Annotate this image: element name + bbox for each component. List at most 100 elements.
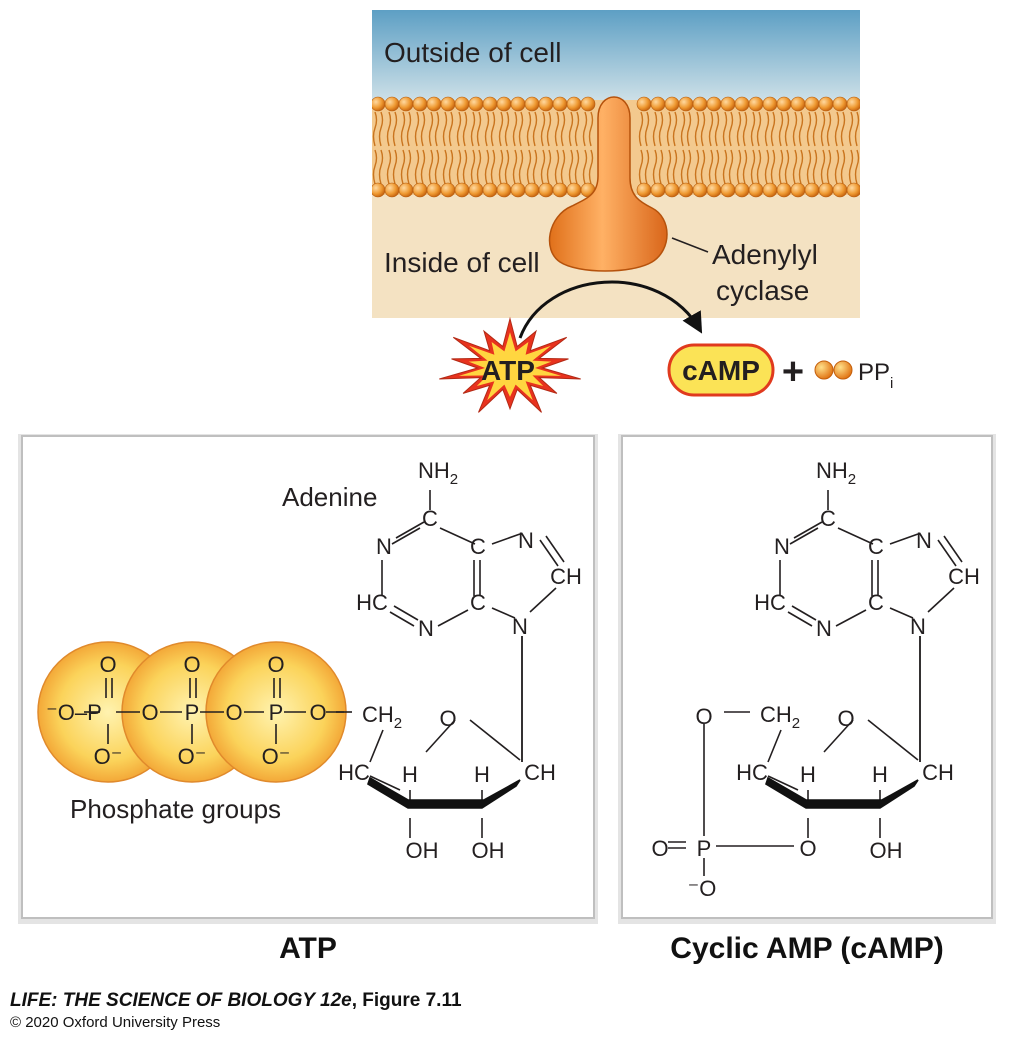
camp-pill: [667, 343, 775, 397]
lipid-head: [776, 182, 792, 198]
atom-label: O: [651, 836, 668, 861]
lipid-head: [454, 96, 470, 112]
lipid-tail: [792, 111, 798, 147]
lipid-tail: [672, 111, 678, 147]
lipid-tail: [742, 111, 748, 147]
membrane-scene: [372, 10, 860, 318]
lipid-head: [650, 182, 666, 198]
atom-label: CH: [948, 564, 980, 589]
lipid-tail: [680, 149, 686, 185]
bond: [927, 587, 955, 613]
lipid-tail: [546, 149, 552, 185]
bond: [469, 719, 521, 761]
lipid-tail: [728, 149, 734, 185]
bond: [837, 527, 874, 545]
pyrophosphate-ball-2: [833, 360, 853, 380]
lipid-tail: [406, 149, 412, 185]
lipid-tail: [372, 111, 378, 147]
atom-label: N: [512, 614, 528, 639]
lipid-head: [482, 182, 498, 198]
lipid-head: [468, 96, 484, 112]
lipid-head: [748, 182, 764, 198]
lipid-tail: [798, 111, 804, 147]
lipid-tail: [658, 149, 664, 185]
lipid-tail: [854, 111, 860, 147]
lipid-tail: [672, 149, 678, 185]
lipid-tail: [420, 149, 426, 185]
lipid-tail: [806, 149, 812, 185]
lipid-tail: [526, 149, 532, 185]
atom-label: N: [910, 614, 926, 639]
bond: [835, 609, 867, 627]
lipid-tail: [560, 111, 566, 147]
lipid-tail: [378, 149, 384, 185]
lipid-tail: [644, 111, 650, 147]
lipid-tail: [442, 149, 448, 185]
enzyme-leader-line: [671, 237, 709, 253]
bond: [389, 611, 415, 627]
burst-star-core: [458, 332, 562, 401]
lipid-tail: [504, 149, 510, 185]
atom-label: O: [309, 700, 326, 725]
phosphate-groups-label: Phosphate groups: [70, 794, 281, 824]
lipid-head: [552, 182, 568, 198]
atom-label: O: [225, 700, 242, 725]
lipid-tail: [820, 111, 826, 147]
pp-subscript: i: [890, 375, 893, 392]
lipid-tail: [498, 149, 504, 185]
lipid-head: [636, 182, 652, 198]
lipid-tail: [826, 149, 832, 185]
atom-label: N: [916, 528, 932, 553]
lipid-head: [440, 96, 456, 112]
atom-label: OH: [472, 838, 505, 863]
atom-label: CH: [524, 760, 556, 785]
atom-label: C: [820, 506, 836, 531]
lipid-head: [706, 96, 722, 112]
atom-label: H: [474, 762, 490, 787]
lipid-head: [426, 182, 442, 198]
lipid-tail: [554, 149, 560, 185]
bond: [539, 539, 559, 567]
pyrophosphate-ball-1: [814, 360, 834, 380]
lipid-head: [482, 96, 498, 112]
camp-pill-label: cAMP: [682, 355, 760, 386]
lipid-tail: [652, 149, 658, 185]
lipid-tail: [448, 149, 454, 185]
lipid-tail: [826, 111, 832, 147]
lipid-head: [496, 96, 512, 112]
lipid-head: [468, 182, 484, 198]
lipid-tail: [694, 149, 700, 185]
lipid-head: [566, 96, 582, 112]
enzyme-label-line1: Adenylyl: [712, 239, 818, 270]
lipid-head: [804, 182, 820, 198]
bond: [789, 527, 819, 545]
lipid-tail: [462, 149, 468, 185]
lipid-tail: [652, 111, 658, 147]
lipid-tail: [644, 149, 650, 185]
lipid-tail: [658, 111, 664, 147]
lipid-head: [384, 182, 400, 198]
bond: [369, 729, 384, 763]
credit-line-1: LIFE: THE SCIENCE OF BIOLOGY 12e, Figure…: [10, 990, 462, 1012]
lipid-tail: [756, 149, 762, 185]
lipid-tail: [428, 111, 434, 147]
lipid-tail: [476, 149, 482, 185]
lipid-tail: [820, 149, 826, 185]
lipid-tail: [386, 149, 392, 185]
lipid-tail: [770, 149, 776, 185]
bond: [529, 587, 557, 613]
enzyme-label-line2: cyclase: [716, 275, 809, 306]
lipid-tail: [714, 111, 720, 147]
atom-label: N: [816, 616, 832, 641]
lipid-head: [398, 182, 414, 198]
lipid-tail: [708, 149, 714, 185]
lipid-tail: [518, 111, 524, 147]
lipid-tail: [448, 111, 454, 147]
lipid-head: [412, 182, 428, 198]
lipid-tail: [518, 149, 524, 185]
lipid-heads: [372, 96, 860, 198]
wedge-bond: [765, 776, 919, 809]
lipid-head: [846, 182, 860, 198]
atom-label: C: [868, 534, 884, 559]
lipid-tail: [736, 111, 742, 147]
